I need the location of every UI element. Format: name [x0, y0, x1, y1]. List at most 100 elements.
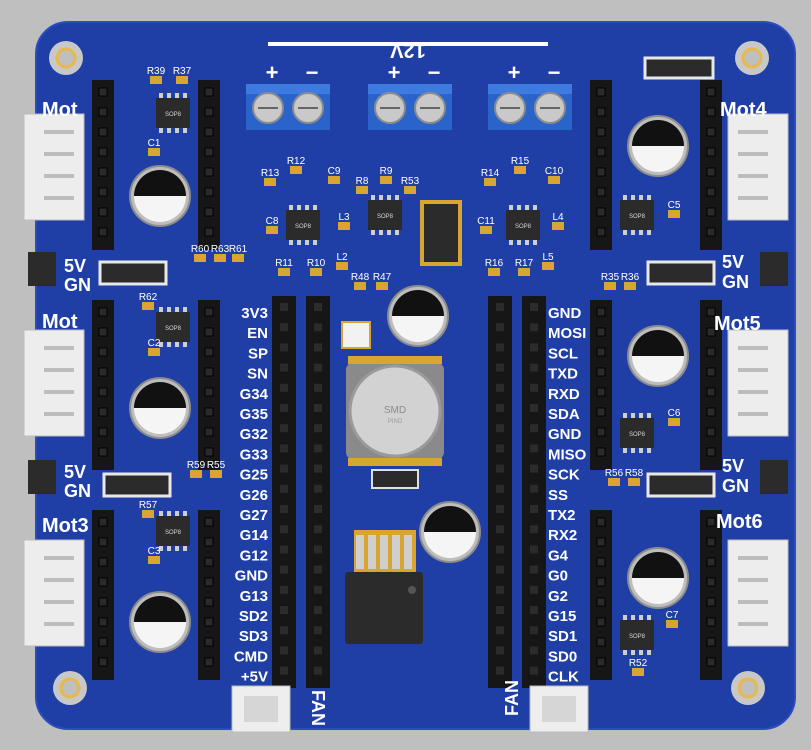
component-designator: C6	[668, 408, 681, 419]
driver-chip-1: SOP8	[156, 93, 190, 133]
component-designator: R60	[191, 244, 210, 255]
left-pin-label: SP	[248, 345, 268, 362]
driver-chip-5: SOP8	[368, 195, 402, 235]
driver-socket-2	[198, 80, 220, 250]
smd-component: R59	[187, 460, 206, 478]
right-5v-label-2: 5V	[722, 456, 744, 476]
component-designator: R39	[147, 66, 166, 77]
left-pin-label: G25	[240, 467, 268, 484]
left-pin-label: G33	[240, 446, 268, 463]
electrolytic-capacitor-8	[419, 501, 481, 563]
component-designator: C2	[148, 338, 161, 349]
motor-connector-4	[727, 113, 789, 221]
left-pin-label: 3V3	[241, 305, 268, 322]
chip-marking: SOP8	[629, 634, 646, 640]
smd-component: R13	[261, 168, 280, 186]
left-pin-label: G12	[240, 547, 268, 564]
driver-chip-4: SOP8	[286, 205, 320, 245]
smd-component: C6	[668, 408, 681, 426]
driver-socket-9	[590, 300, 612, 470]
terminal-plus-label: +	[388, 60, 401, 85]
right-pin-label: SS	[548, 487, 568, 504]
power-header-labels: 5V GN 5V GN 5V GN 5V GN	[28, 252, 788, 501]
smd-component: R57	[139, 500, 158, 518]
smd-component: C7	[666, 610, 679, 628]
esp32-header-pins	[280, 303, 538, 675]
left-pin-label: G34	[240, 386, 269, 403]
left-pin-label: G32	[240, 426, 268, 443]
right-gnd-label-2: GN	[722, 476, 749, 496]
smd-component: C1	[148, 138, 161, 156]
right-pin-label: MOSI	[548, 325, 586, 342]
electrolytic-capacitor-7	[387, 285, 449, 347]
fan-label-right: FAN	[502, 680, 522, 716]
left-pin-label: G13	[240, 588, 268, 605]
component-designator: R35	[601, 272, 620, 283]
fan-label-left: FAN	[308, 690, 328, 726]
driver-socket-11	[590, 510, 612, 680]
right-pin-label: SD0	[548, 648, 577, 665]
motor-label-5: Mot5	[714, 313, 761, 335]
electrolytic-capacitor-5	[627, 325, 689, 387]
component-designator: R59	[187, 460, 206, 471]
smd-component: R58	[625, 468, 644, 486]
right-pin-label: G2	[548, 588, 568, 605]
left-pin-label: SN	[247, 366, 268, 383]
smd-component: R15	[511, 156, 530, 174]
right-pin-label: MISO	[548, 446, 587, 463]
voltage-regulator	[345, 530, 423, 644]
component-designator: R10	[307, 258, 326, 269]
smd-component: R8	[356, 176, 369, 194]
component-designator: C8	[266, 216, 279, 227]
mounting-holes	[49, 41, 769, 705]
left-pin-label: SD2	[239, 608, 268, 625]
component-designator: L2	[336, 252, 348, 263]
smd-component: R16	[485, 258, 504, 276]
motor-connector-1	[23, 113, 85, 221]
screw-terminal-3: +−	[488, 60, 572, 130]
electrolytic-capacitors	[129, 115, 689, 653]
component-designator: C5	[668, 200, 681, 211]
electrolytic-capacitor-6	[627, 547, 689, 609]
component-designator: L4	[552, 212, 564, 223]
component-designator: R55	[207, 460, 226, 471]
component-designator: L5	[542, 252, 554, 263]
right-pin-labels: GNDMOSISCLTXDRXDSDAGNDMISOSCKSSTX2RX2G4G…	[548, 305, 587, 686]
driver-socket-8	[700, 80, 722, 250]
smd-component: R48	[351, 272, 370, 290]
driver-chip-7: SOP8	[620, 195, 654, 235]
smd-component: R11	[275, 258, 293, 276]
smd-component: R60	[191, 244, 210, 262]
smd-component: R53	[401, 176, 420, 194]
chip-marking: SOP8	[165, 530, 182, 536]
chip-marking: SOP8	[629, 432, 646, 438]
right-pin-label: SCK	[548, 467, 580, 484]
smd-component: R35	[601, 272, 620, 290]
component-designator: L3	[338, 212, 350, 223]
smd-component: L4	[552, 212, 564, 230]
smd-component: R63	[211, 244, 230, 262]
right-pin-label: RX2	[548, 527, 577, 544]
driver-socket-7	[590, 80, 612, 250]
component-designator: C1	[148, 138, 161, 149]
left-pin-label: G26	[240, 487, 268, 504]
driver-chip-6: SOP8	[506, 205, 540, 245]
smd-component: C9	[328, 166, 341, 184]
component-designator: R12	[287, 156, 306, 167]
smd-component: R17	[515, 258, 534, 276]
electrolytic-capacitor-4	[627, 115, 689, 177]
right-pin-label: G4	[548, 547, 569, 564]
smd-component: C2	[148, 338, 161, 356]
component-designator: R63	[211, 244, 230, 255]
motor-label-6: Mot6	[716, 511, 763, 533]
inductor-sublabel: PIND	[388, 419, 403, 425]
right-pin-label: SCL	[548, 345, 578, 362]
driver-headers	[92, 80, 722, 680]
component-designator: C3	[148, 546, 161, 557]
electrolytic-capacitor-1	[129, 165, 191, 227]
component-designator: R15	[511, 156, 530, 167]
chip-marking: SOP8	[165, 326, 182, 332]
screw-terminals: +−+−+−	[246, 60, 572, 130]
